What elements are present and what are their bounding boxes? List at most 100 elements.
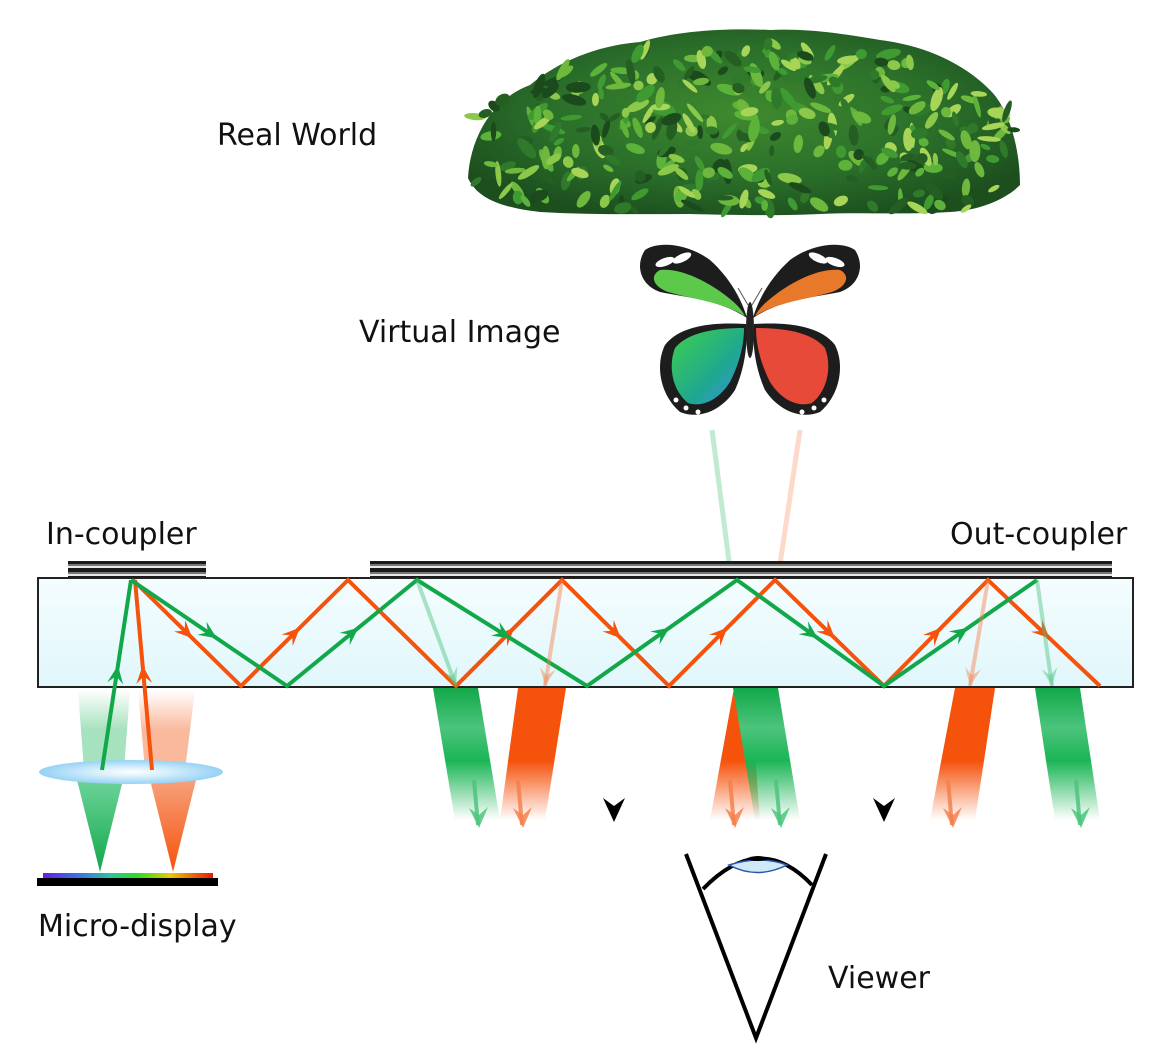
input-glow-green (78, 690, 130, 770)
leaf (770, 131, 781, 141)
leaf (608, 113, 621, 122)
leaf (925, 182, 944, 200)
leaf (686, 103, 704, 122)
leaf (777, 67, 788, 76)
leaf (642, 104, 655, 124)
leaf (911, 128, 928, 140)
leaf (657, 164, 679, 176)
leaf (740, 107, 759, 117)
leaf (941, 107, 952, 118)
leaf (852, 111, 872, 124)
leaf (810, 102, 832, 113)
leaf (621, 107, 630, 118)
guided-ray-green-arrow-icon (490, 621, 511, 639)
leaf (571, 144, 580, 158)
cone-orange (150, 780, 196, 872)
leaf (741, 45, 751, 57)
leaf (556, 59, 570, 81)
leaf (504, 167, 526, 174)
leaf (571, 167, 589, 179)
leaf (658, 139, 673, 157)
leaf (970, 91, 987, 97)
leaf (553, 137, 565, 146)
leaf (470, 177, 482, 187)
viewer-label: Viewer (828, 961, 930, 996)
leaf (781, 59, 797, 71)
leaf (635, 170, 646, 183)
leaf (840, 98, 849, 110)
out-coupled-beam (930, 688, 995, 820)
guided-ray-green-arrow-icon (798, 621, 818, 639)
arrow-down-icon (873, 798, 895, 822)
leaf (722, 123, 737, 139)
out-coupled-beam (433, 688, 500, 820)
leaf (988, 184, 1000, 193)
leaf (912, 189, 926, 198)
leaf (867, 185, 889, 191)
guided-ray-orange-arrow-icon (922, 627, 942, 647)
micro-display-base (37, 878, 218, 886)
leaf (818, 121, 830, 137)
leaf (887, 167, 898, 177)
leaf (898, 161, 917, 170)
leaf (761, 199, 769, 211)
leaf (833, 195, 848, 207)
leaf (905, 54, 914, 71)
leaf (932, 153, 939, 166)
leaf (705, 126, 719, 135)
leaf (771, 119, 784, 126)
leaf (631, 44, 644, 63)
leaf (881, 74, 896, 93)
leaf (682, 113, 696, 133)
out-coupled-beam (1035, 688, 1100, 820)
leaf (938, 129, 955, 141)
leaf (858, 159, 867, 174)
leaf (1002, 100, 1012, 122)
leaf (560, 114, 583, 121)
leaf (930, 87, 944, 112)
guided-ray-orange-arrow-icon (602, 619, 621, 639)
leaf (798, 107, 816, 119)
leaf (809, 197, 829, 212)
leaf (626, 99, 650, 113)
virtual-image-label: Virtual Image (359, 315, 561, 350)
leaf (653, 66, 665, 83)
diffracted-ray (415, 579, 458, 687)
leaf (838, 159, 853, 171)
guided-ray-green-arrow-icon (650, 627, 670, 645)
leaf (620, 119, 630, 138)
leaf (602, 119, 611, 138)
diffracted-ray-arrow-icon (539, 666, 556, 686)
out-coupled-beam (500, 688, 566, 820)
leaf (605, 82, 632, 90)
leaf (538, 172, 556, 186)
guided-ray-orange-arrow-icon (816, 620, 835, 639)
leaf (614, 95, 626, 107)
leaf (498, 182, 513, 200)
foliage-leaves (464, 38, 1020, 219)
leaf (517, 138, 537, 159)
guided-ray-orange-arrow-icon (1031, 620, 1050, 639)
leaf (748, 116, 760, 142)
leaf (603, 164, 614, 172)
leaf (803, 77, 816, 99)
leaf (999, 140, 1008, 158)
leaf (986, 155, 1000, 163)
leaf (876, 48, 901, 60)
guided-ray-orange-arrow-icon (281, 627, 300, 647)
out-coupled-beams (433, 688, 1100, 828)
leaf (717, 166, 733, 179)
leaf (549, 124, 561, 142)
out-coupled-beam (733, 688, 800, 820)
leaf (961, 195, 975, 207)
leaf (520, 195, 531, 207)
leaf (887, 60, 901, 71)
leaf (837, 55, 859, 65)
waveguide (37, 577, 1134, 688)
leaf (480, 130, 502, 141)
leaf (972, 93, 981, 118)
leaf (915, 167, 925, 177)
leaf (855, 48, 867, 60)
leaf (724, 50, 742, 67)
lens (39, 760, 223, 784)
